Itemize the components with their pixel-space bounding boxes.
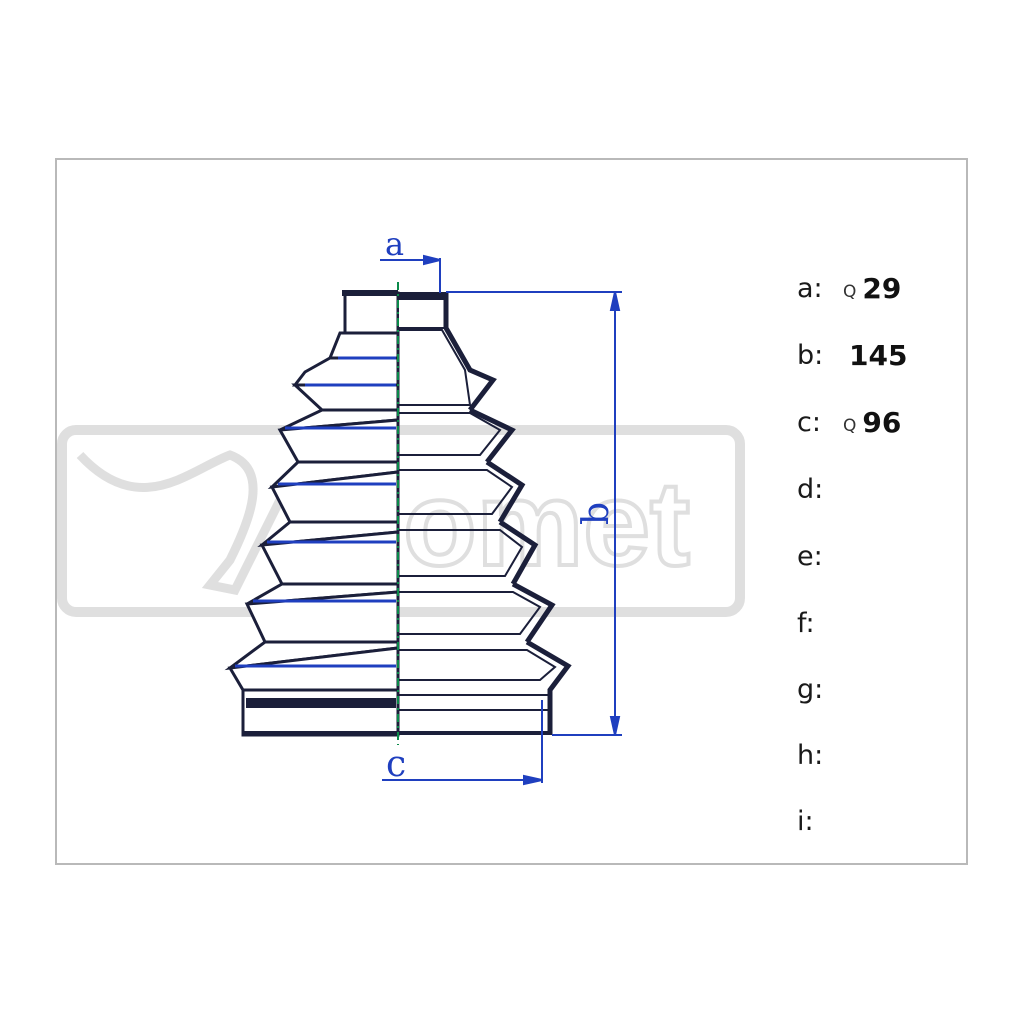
dimension-label: b:	[797, 340, 824, 371]
dimension-label: h:	[797, 739, 824, 771]
kangaroo-icon	[76, 450, 304, 596]
dimension-label: g:	[797, 673, 824, 705]
dimension-label: a:	[797, 273, 823, 304]
dimension-c	[382, 700, 543, 786]
dimension-value: 29	[862, 272, 902, 305]
label-c: c	[386, 744, 406, 785]
dimension-label: e:	[797, 541, 823, 572]
watermark-logo: gomet	[57, 425, 745, 617]
dimension-row-h: h:	[797, 722, 967, 788]
dimension-label: f:	[797, 607, 815, 639]
boot-left-highlights	[235, 356, 396, 668]
dimension-table: a: Q 29 b: 145 c: Q 96 d: e: f: g: h: i:	[797, 255, 967, 854]
dimension-b	[446, 291, 622, 736]
dimension-value: 145	[849, 339, 908, 372]
dimension-value: 96	[862, 406, 902, 439]
dimension-row-a: a: Q 29	[797, 255, 967, 322]
dimension-label: i:	[797, 805, 814, 837]
drawing-frame	[55, 158, 968, 865]
dimension-row-i: i:	[797, 788, 967, 854]
boot-right-half	[397, 292, 572, 735]
dimension-row-b: b: 145	[797, 322, 967, 389]
dimension-row-f: f:	[797, 590, 967, 656]
dimension-label: c:	[797, 407, 821, 438]
label-a: a	[385, 225, 404, 263]
diameter-symbol: Q	[843, 415, 857, 436]
dimension-row-g: g:	[797, 656, 967, 722]
dimension-row-c: c: Q 96	[797, 389, 967, 456]
dimension-label: d:	[797, 474, 824, 505]
dimension-row-d: d:	[797, 456, 967, 523]
dimension-row-e: e:	[797, 523, 967, 590]
label-b: b	[576, 502, 617, 525]
diameter-symbol: Q	[843, 281, 857, 302]
dimension-a	[380, 254, 441, 293]
